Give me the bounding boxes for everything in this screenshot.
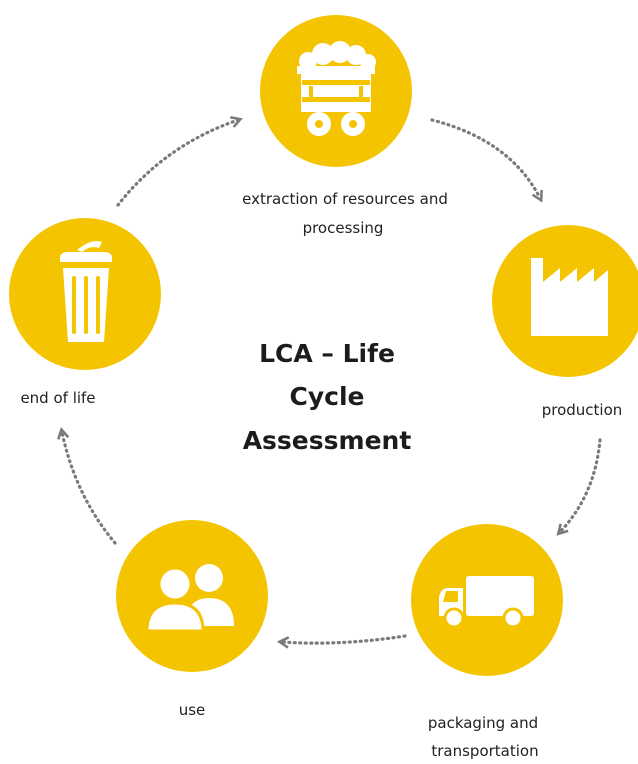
users-icon [145,564,234,633]
stage-label-line1: production [542,401,623,419]
factory-icon [531,258,608,336]
stage-label-line1: end of life [20,389,95,407]
stage-label-line1: use [179,701,206,719]
stage-packaging: packaging and transportation [411,524,563,760]
mine-cart-icon [297,41,376,136]
truck-icon [439,576,534,629]
title-line2: Cycle [290,382,365,411]
title-line3: Assessment [243,426,412,455]
arrow-packaging-to-use [276,634,407,649]
arrow-end-of-life-to-extraction [116,115,243,207]
diagram-title: LCA – Life Cycle Assessment [243,339,412,455]
stage-use: use [116,520,268,719]
arrow-extraction-to-production [430,118,543,203]
arrow-production-to-packaging [556,438,602,536]
stage-label-line1: extraction of resources and [242,190,448,208]
stage-production: production [492,225,638,419]
stage-label-line2: transportation [431,742,538,760]
stage-extraction: extraction of resources and processing [242,15,448,237]
stage-label-line1: packaging and [428,714,538,732]
stage-label-line2: processing [303,219,384,237]
stage-end-of-life: end of life [9,218,161,407]
title-line1: LCA – Life [259,339,395,368]
stage-circle [116,520,268,672]
trash-can-icon [60,241,112,342]
arrow-use-to-end-of-life [57,426,117,545]
